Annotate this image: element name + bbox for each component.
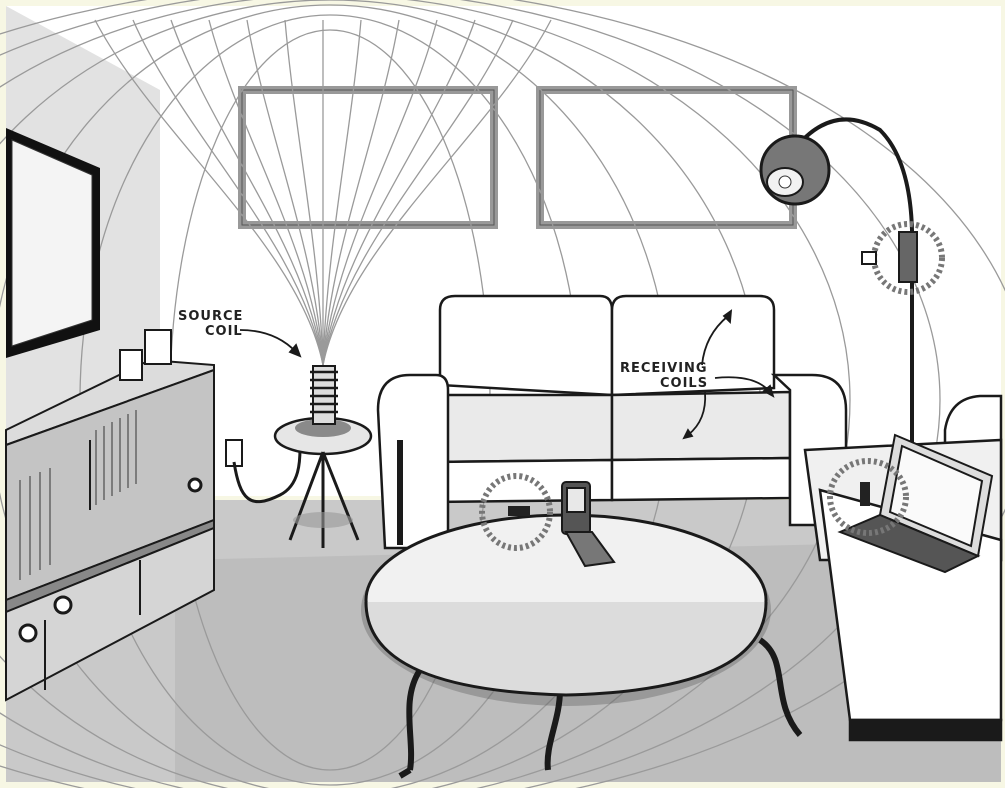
cabinet-knob-1	[20, 625, 36, 641]
television	[6, 128, 100, 358]
source-coil	[310, 366, 338, 424]
cabinet-knob-2	[55, 597, 71, 613]
cabinet-knob-3	[189, 479, 201, 491]
receiving-coils-label-line2: COILS	[660, 376, 708, 391]
receiving-coils-label-line1: RECEIVING	[620, 361, 708, 376]
picture-frame-1	[120, 350, 142, 380]
picture-frame-2	[145, 330, 171, 364]
source-coil-label-line2: COIL	[205, 324, 243, 339]
source-coil-label-line1: SOURCE	[178, 309, 243, 324]
